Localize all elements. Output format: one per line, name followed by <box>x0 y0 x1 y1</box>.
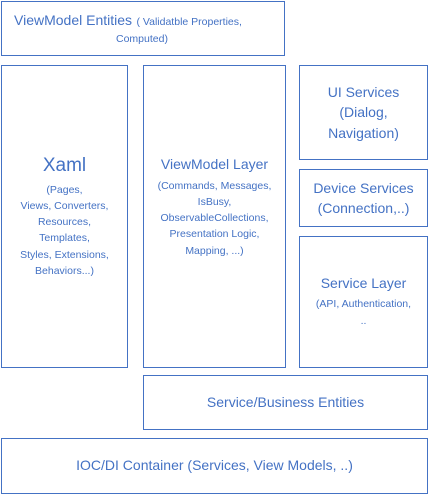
viewmodel-entities-box: ViewModel Entities ( Validatble Properti… <box>1 1 285 56</box>
xaml-detail-2: Views, Converters, <box>20 199 109 212</box>
xaml-detail-4: Templates, <box>39 232 90 245</box>
viewmodel-entities-detail-1: ( Validatble Properties, <box>136 15 242 28</box>
service-layer-detail-1: (API, Authentication, <box>315 298 412 311</box>
ui-services-detail-2: Navigation) <box>328 124 399 141</box>
viewmodel-entities-detail-2: Computed) <box>116 32 168 45</box>
device-services-box: Device Services (Connection,..) <box>299 169 428 227</box>
xaml-detail-6: Behaviors...) <box>35 264 94 277</box>
business-entities-box: Service/Business Entities <box>143 375 428 430</box>
viewmodel-layer-detail-2: IsBusy, <box>197 195 232 208</box>
viewmodel-layer-title: ViewModel Layer <box>160 156 269 172</box>
device-services-title: Device Services <box>313 179 414 196</box>
service-layer-title: Service Layer <box>320 274 407 291</box>
ui-services-title: UI Services <box>327 84 400 101</box>
viewmodel-layer-box: ViewModel Layer (Commands, Messages, IsB… <box>143 65 286 368</box>
viewmodel-entities-title: ViewModel Entities <box>14 11 133 28</box>
viewmodel-layer-detail-5: Mapping, ...) <box>185 244 244 257</box>
viewmodel-layer-detail-1: (Commands, Messages, <box>157 179 272 192</box>
ioc-container-box: IOC/DI Container (Services, View Models,… <box>1 438 428 494</box>
ui-services-box: UI Services (Dialog, Navigation) <box>299 65 428 160</box>
xaml-box: Xaml (Pages, Views, Converters, Resource… <box>1 65 128 368</box>
viewmodel-layer-detail-3: ObservableCollections, <box>160 212 269 225</box>
device-services-detail: (Connection,..) <box>317 200 410 216</box>
business-entities-title: Service/Business Entities <box>206 393 365 410</box>
xaml-detail-3: Resources, <box>37 216 92 229</box>
service-layer-box: Service Layer (API, Authentication, .. <box>299 236 428 368</box>
xaml-detail-5: Styles, Extensions, <box>20 248 109 261</box>
service-layer-detail-2: .. <box>360 314 367 327</box>
ui-services-detail-1: (Dialog, <box>339 104 388 121</box>
xaml-title: Xaml <box>42 154 87 176</box>
xaml-detail-1: (Pages, <box>46 183 83 196</box>
ioc-container-title: IOC/DI Container (Services, View Models,… <box>76 457 353 474</box>
viewmodel-layer-detail-4: Presentation Logic, <box>169 228 260 241</box>
